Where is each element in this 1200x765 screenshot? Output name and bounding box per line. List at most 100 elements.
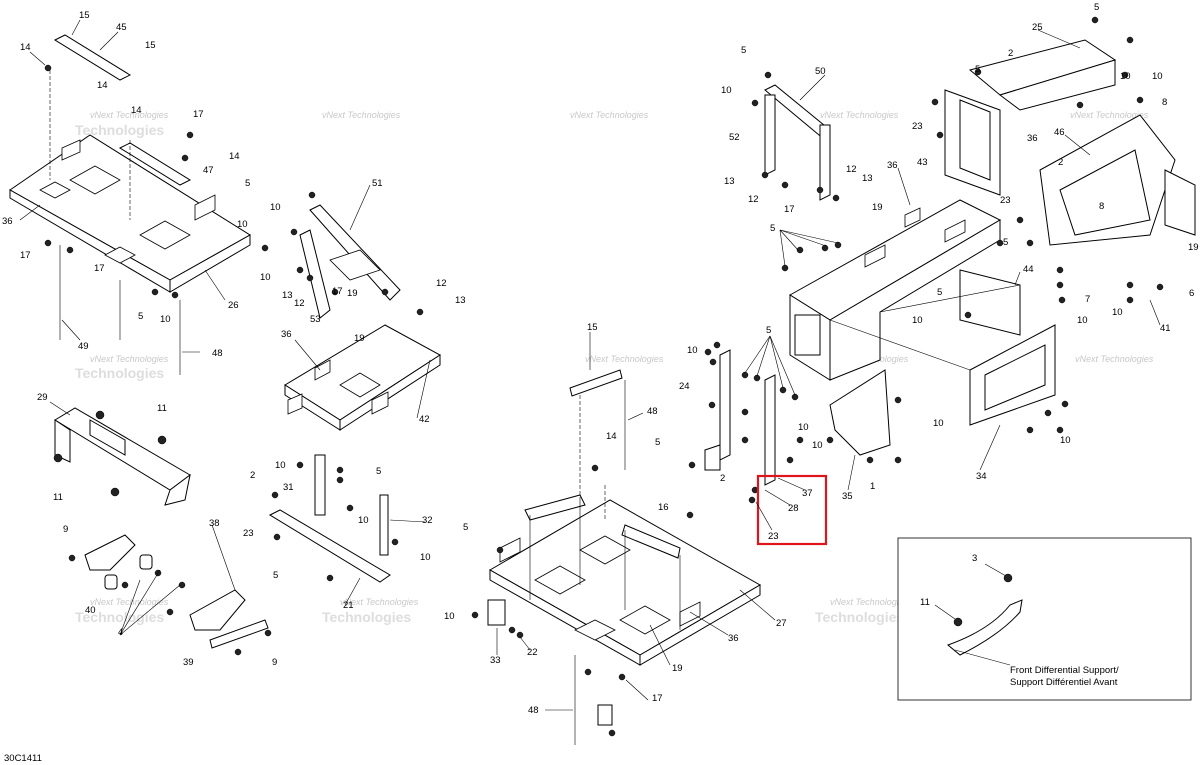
bolt-icon xyxy=(273,533,281,541)
callout-label: 5 xyxy=(975,64,980,75)
callout-label: 19 xyxy=(354,333,365,344)
bolt-icon xyxy=(688,461,696,469)
callout-label: 29 xyxy=(37,392,48,403)
callout-label: 10 xyxy=(812,440,823,451)
bolt-icon xyxy=(1091,16,1099,24)
bolt-icon xyxy=(1156,283,1164,291)
panel-44 xyxy=(959,269,1021,336)
bolt-icon xyxy=(296,266,304,274)
watermark-text: vNext Technologies xyxy=(1070,110,1149,120)
bolt-icon xyxy=(1126,281,1134,289)
hold-down-bar-47 xyxy=(118,142,192,186)
bolt-icon xyxy=(686,511,694,519)
callout-label: 10 xyxy=(160,314,171,325)
bolt-icon xyxy=(786,456,794,464)
callout-label: 24 xyxy=(679,381,690,392)
bolt-icon xyxy=(1056,281,1064,289)
inset-front-differential-support: Front Differential Support/ Support Diff… xyxy=(897,537,1192,701)
bolt-icon xyxy=(264,629,272,637)
callout-label: 47 xyxy=(203,165,214,176)
bolt-icon xyxy=(53,453,63,463)
callout-label: 5 xyxy=(245,178,250,189)
callout-label: 25 xyxy=(1032,22,1043,33)
bolt-icon xyxy=(234,648,242,656)
callout-label: 9 xyxy=(272,657,277,668)
callout-label: 1 xyxy=(870,481,875,492)
bracket-31 xyxy=(314,454,326,516)
callout-label: 10 xyxy=(275,460,286,471)
bolt-icon xyxy=(866,456,874,464)
callout-label: 11 xyxy=(920,597,930,608)
bolt-icon xyxy=(1126,36,1134,44)
callout-label: 10 xyxy=(270,202,281,213)
callout-label: 14 xyxy=(131,105,142,116)
watermark-text: vNext Technologies xyxy=(340,597,419,607)
bolt-icon xyxy=(781,181,789,189)
bolt-icon xyxy=(181,154,189,162)
callout-label: 5 xyxy=(138,311,143,322)
callout-label: 5 xyxy=(655,437,660,448)
bolt-icon xyxy=(166,608,174,616)
callout-label: 5 xyxy=(766,325,771,336)
callout-label: 10 xyxy=(912,315,923,326)
callout-label: 9 xyxy=(63,524,68,535)
bolt-icon xyxy=(1121,71,1129,79)
bolt-icon xyxy=(1044,409,1052,417)
callout-label: 37 xyxy=(802,488,813,499)
callout-label: 36 xyxy=(1027,133,1038,144)
bolt-icon xyxy=(157,435,167,445)
bolt-icon xyxy=(121,581,129,589)
bolt-icon xyxy=(753,374,761,382)
bolt-icon xyxy=(996,239,1004,247)
bolt-icon xyxy=(1058,296,1066,304)
bolt-icon xyxy=(306,274,314,282)
callout-label: 23 xyxy=(912,121,923,132)
bracket-38 xyxy=(84,534,136,571)
callout-label: 48 xyxy=(528,705,539,716)
bolt-icon xyxy=(336,466,344,474)
callout-label: 49 xyxy=(78,341,89,352)
callout-label: 11 xyxy=(157,403,167,414)
bolt-icon xyxy=(751,99,759,107)
bolt-icon xyxy=(1136,96,1144,104)
callout-label: 43 xyxy=(917,157,928,168)
bracket-33 xyxy=(487,599,506,626)
watermark-text: vNext Technologies xyxy=(1075,354,1154,364)
bolt-icon xyxy=(95,410,105,420)
callout-label: 12 xyxy=(846,164,857,175)
callout-label: 28 xyxy=(788,503,799,514)
callout-label: 12 xyxy=(436,278,447,289)
watermark-text: vNext Technologies xyxy=(322,110,401,120)
callout-label: 2 xyxy=(720,473,725,484)
callout-label: 10 xyxy=(237,219,248,230)
callout-label: 10 xyxy=(721,85,732,96)
bolt-icon xyxy=(308,191,316,199)
callout-label: 10 xyxy=(358,515,369,526)
callout-label: 48 xyxy=(647,406,658,417)
bolt-icon xyxy=(708,401,716,409)
bolt-icon xyxy=(1026,426,1034,434)
callout-label: 34 xyxy=(976,471,987,482)
bolt-icon xyxy=(496,546,504,554)
bolt-icon xyxy=(964,311,972,319)
callout-label: 23 xyxy=(243,528,254,539)
bolt-icon xyxy=(764,71,772,79)
bracket-32 xyxy=(379,494,389,556)
callout-label: 8 xyxy=(1162,97,1167,108)
bolt-icon xyxy=(178,581,186,589)
callout-label: 39 xyxy=(183,657,194,668)
main-frame-assembly xyxy=(781,16,1196,464)
bolt-icon xyxy=(44,239,52,247)
bolt-icon xyxy=(748,496,756,504)
bolt-icon xyxy=(713,341,721,349)
callout-label: 42 xyxy=(419,414,430,425)
watermark-text: vNext Technologies xyxy=(820,110,899,120)
callout-label: 17 xyxy=(193,109,204,120)
bolt-icon xyxy=(821,244,829,252)
watermark-text: vNext Technologies xyxy=(570,110,649,120)
bolt-icon xyxy=(974,68,982,76)
inset-caption-line2: Support Différentiel Avant xyxy=(1010,677,1118,688)
callout-label: 17 xyxy=(652,693,663,704)
bolt-icon xyxy=(796,246,804,254)
callout-label: 10 xyxy=(1060,435,1071,446)
